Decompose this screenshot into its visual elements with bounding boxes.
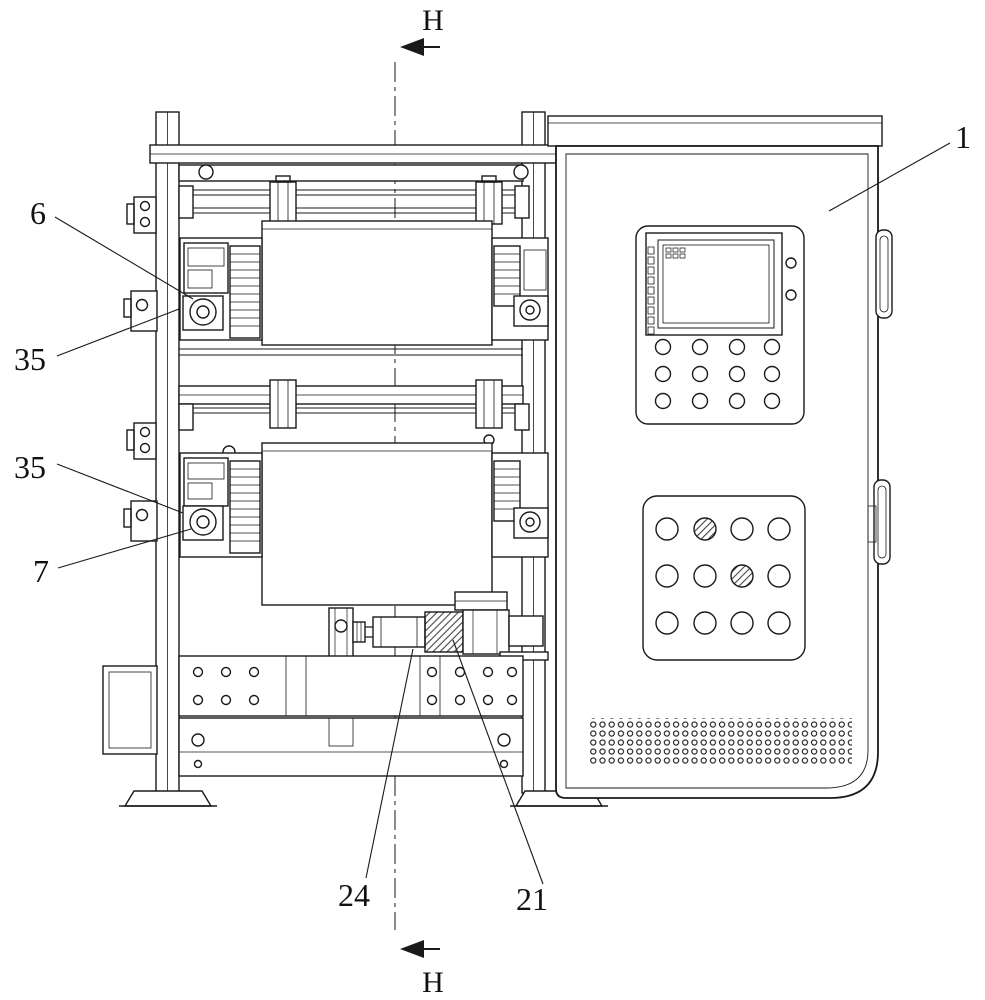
- section-mark-top: H: [400, 4, 444, 56]
- top-beams: [149, 144, 557, 182]
- lower-bearing: [189, 508, 217, 536]
- machine-frame: [102, 111, 608, 807]
- callout-label-1: 1: [955, 119, 971, 155]
- screen-side-buttons: [647, 246, 655, 335]
- upper-left-mechanism: [179, 237, 263, 341]
- indicator-lamp: [785, 257, 797, 269]
- post-attachment-1: [126, 196, 157, 234]
- upper-roller-unit: [261, 220, 493, 346]
- screen-status-marks: [665, 247, 686, 259]
- section-letter-bottom: H: [422, 966, 444, 999]
- leader-1: [828, 142, 951, 212]
- leader-21: [452, 639, 544, 885]
- callout-label-35b: 35: [14, 449, 46, 485]
- upper-right-mechanism: [491, 237, 549, 341]
- base-plate-lower: [178, 717, 524, 777]
- cylinder-block: [424, 611, 464, 653]
- cylinder-body: [372, 616, 426, 648]
- leader-35b: [56, 463, 184, 514]
- upper-guide-rails: [178, 175, 530, 225]
- control-panel: [635, 225, 805, 425]
- post-attachment-3: [126, 422, 157, 460]
- left-foot: [119, 790, 217, 807]
- push-rod: [365, 626, 373, 638]
- callout-label-21: 21: [516, 881, 548, 917]
- lower-roller-unit: [261, 442, 493, 606]
- indicator-lamp: [785, 289, 797, 301]
- section-letter-top: H: [422, 4, 444, 37]
- section-arrow-top: [400, 38, 424, 56]
- hinge-top: [875, 229, 893, 319]
- callout-label-7: 7: [33, 553, 49, 589]
- leader-7: [57, 528, 192, 569]
- callouts: 1 6 35 35 7 24 21: [14, 119, 971, 917]
- drawing-root: H H 1 6 35 35 7 24 21: [14, 4, 971, 999]
- hmi-screen: [645, 232, 783, 336]
- post-attachment-4: [123, 500, 158, 542]
- callout-label-35a: 35: [14, 341, 46, 377]
- lower-right-mechanism: [491, 452, 549, 558]
- section-arrow-bottom: [400, 940, 424, 958]
- post-attachment-2: [123, 290, 158, 332]
- callout-label-24: 24: [338, 877, 370, 913]
- button-panel: [642, 495, 806, 661]
- control-cabinet: [547, 115, 893, 799]
- hinge-bottom: [867, 479, 891, 565]
- vent-grid: [588, 718, 852, 764]
- keypad: [654, 338, 781, 410]
- leader-24: [365, 648, 414, 879]
- cabinet-top-plate: [547, 115, 883, 147]
- leader-35a: [56, 308, 180, 357]
- leader-6: [54, 216, 194, 300]
- callout-label-6: 6: [30, 195, 46, 231]
- section-mark-bottom: H: [400, 940, 444, 999]
- upper-bearing: [189, 298, 217, 326]
- base-plate-upper: [178, 655, 524, 717]
- side-box: [102, 665, 158, 755]
- middle-beam-rails: [178, 348, 530, 468]
- lower-left-mechanism: [179, 452, 263, 558]
